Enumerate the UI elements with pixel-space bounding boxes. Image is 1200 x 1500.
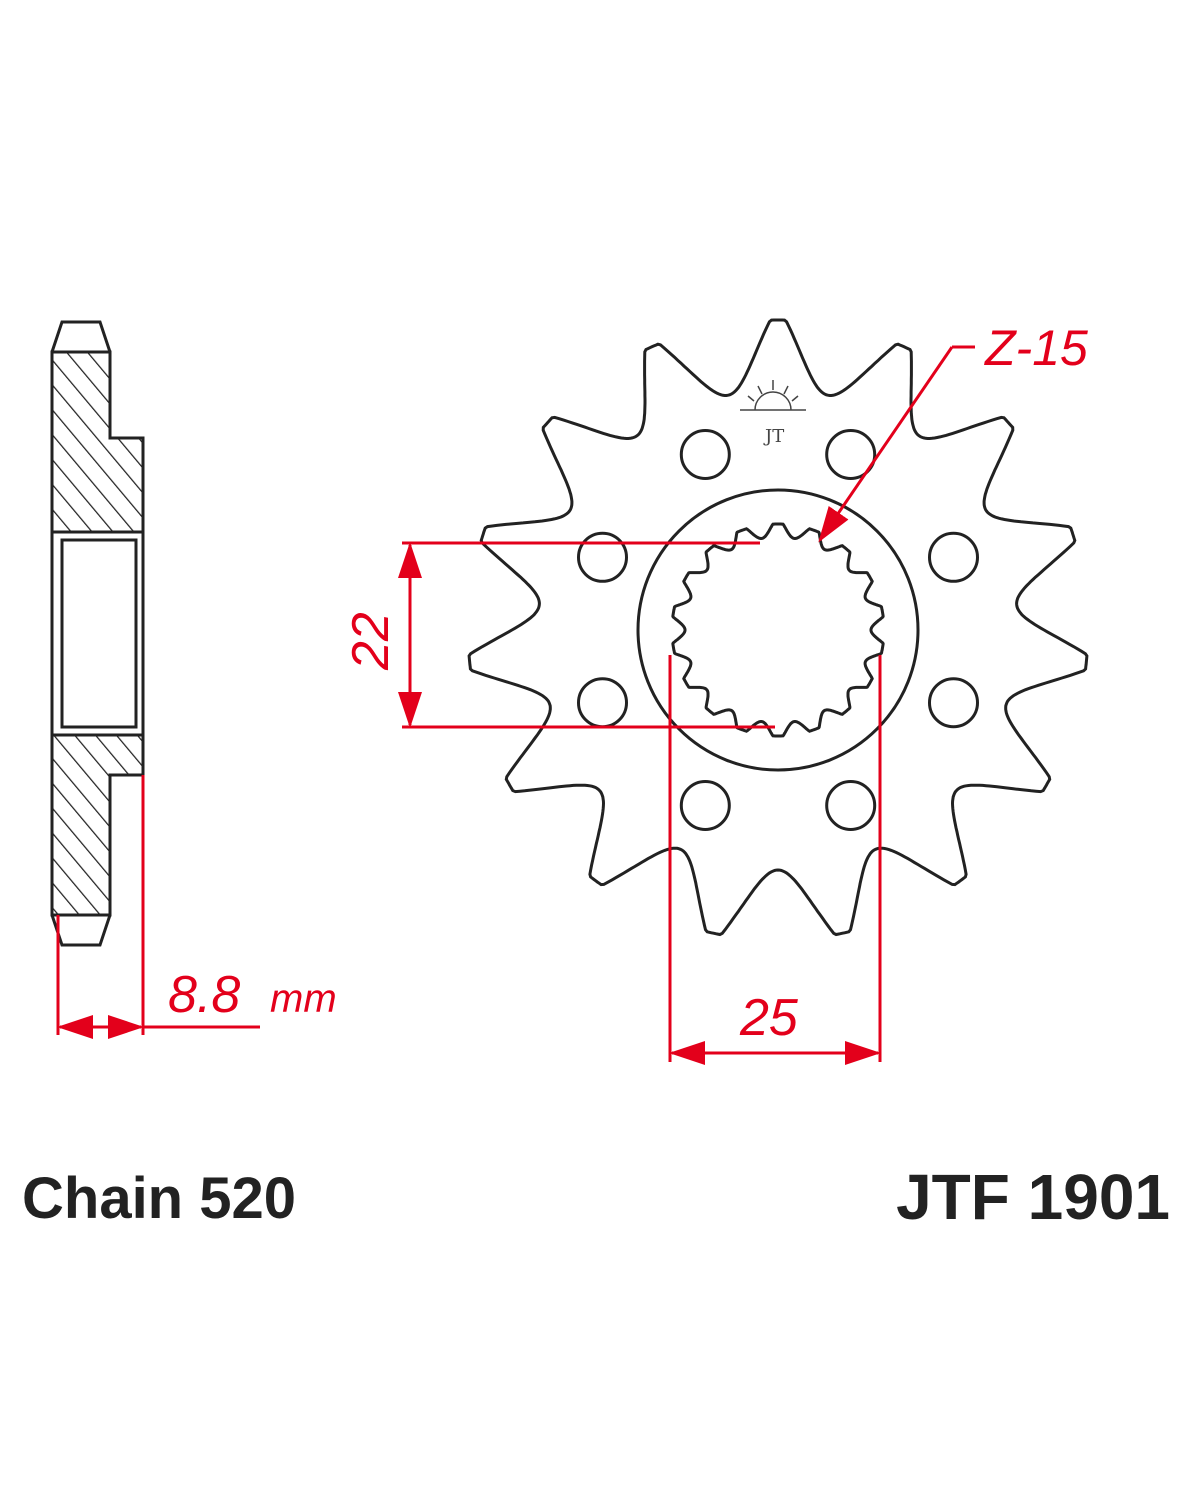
spline-dimension-value: 22 xyxy=(342,612,400,671)
bore-dimension-value: 25 xyxy=(739,989,799,1047)
bolt-hole xyxy=(825,429,877,480)
bore-dimension xyxy=(668,655,882,1065)
side-section-top xyxy=(50,350,145,534)
side-view xyxy=(50,320,145,947)
bolt-hole xyxy=(928,677,979,729)
side-tooth-bottom xyxy=(50,914,112,947)
bolt-hole xyxy=(577,677,628,729)
part-number: JTF 1901 xyxy=(896,1161,1170,1233)
thickness-dimension xyxy=(56,775,260,1039)
spline-outline xyxy=(671,522,885,738)
spline-dimension xyxy=(398,541,775,729)
side-section-bottom xyxy=(50,733,145,917)
bolt-hole xyxy=(679,429,731,480)
sprocket-outline xyxy=(467,318,1089,937)
side-tooth-top xyxy=(50,320,112,353)
hub-circle xyxy=(636,488,920,772)
svg-text:JT: JT xyxy=(763,426,784,447)
thickness-unit: mm xyxy=(270,977,337,1021)
thickness-value: 8.8 xyxy=(168,966,240,1024)
bolt-hole xyxy=(928,531,979,583)
chain-label: Chain 520 xyxy=(22,1166,296,1231)
bolt-hole xyxy=(679,780,731,831)
teeth-leader xyxy=(818,345,975,543)
brand-logo: JT xyxy=(740,380,806,447)
bolt-hole xyxy=(577,531,628,583)
side-bore xyxy=(50,530,145,737)
teeth-label: Z-15 xyxy=(984,320,1088,376)
front-view xyxy=(467,318,1089,937)
bolt-hole xyxy=(825,780,877,831)
